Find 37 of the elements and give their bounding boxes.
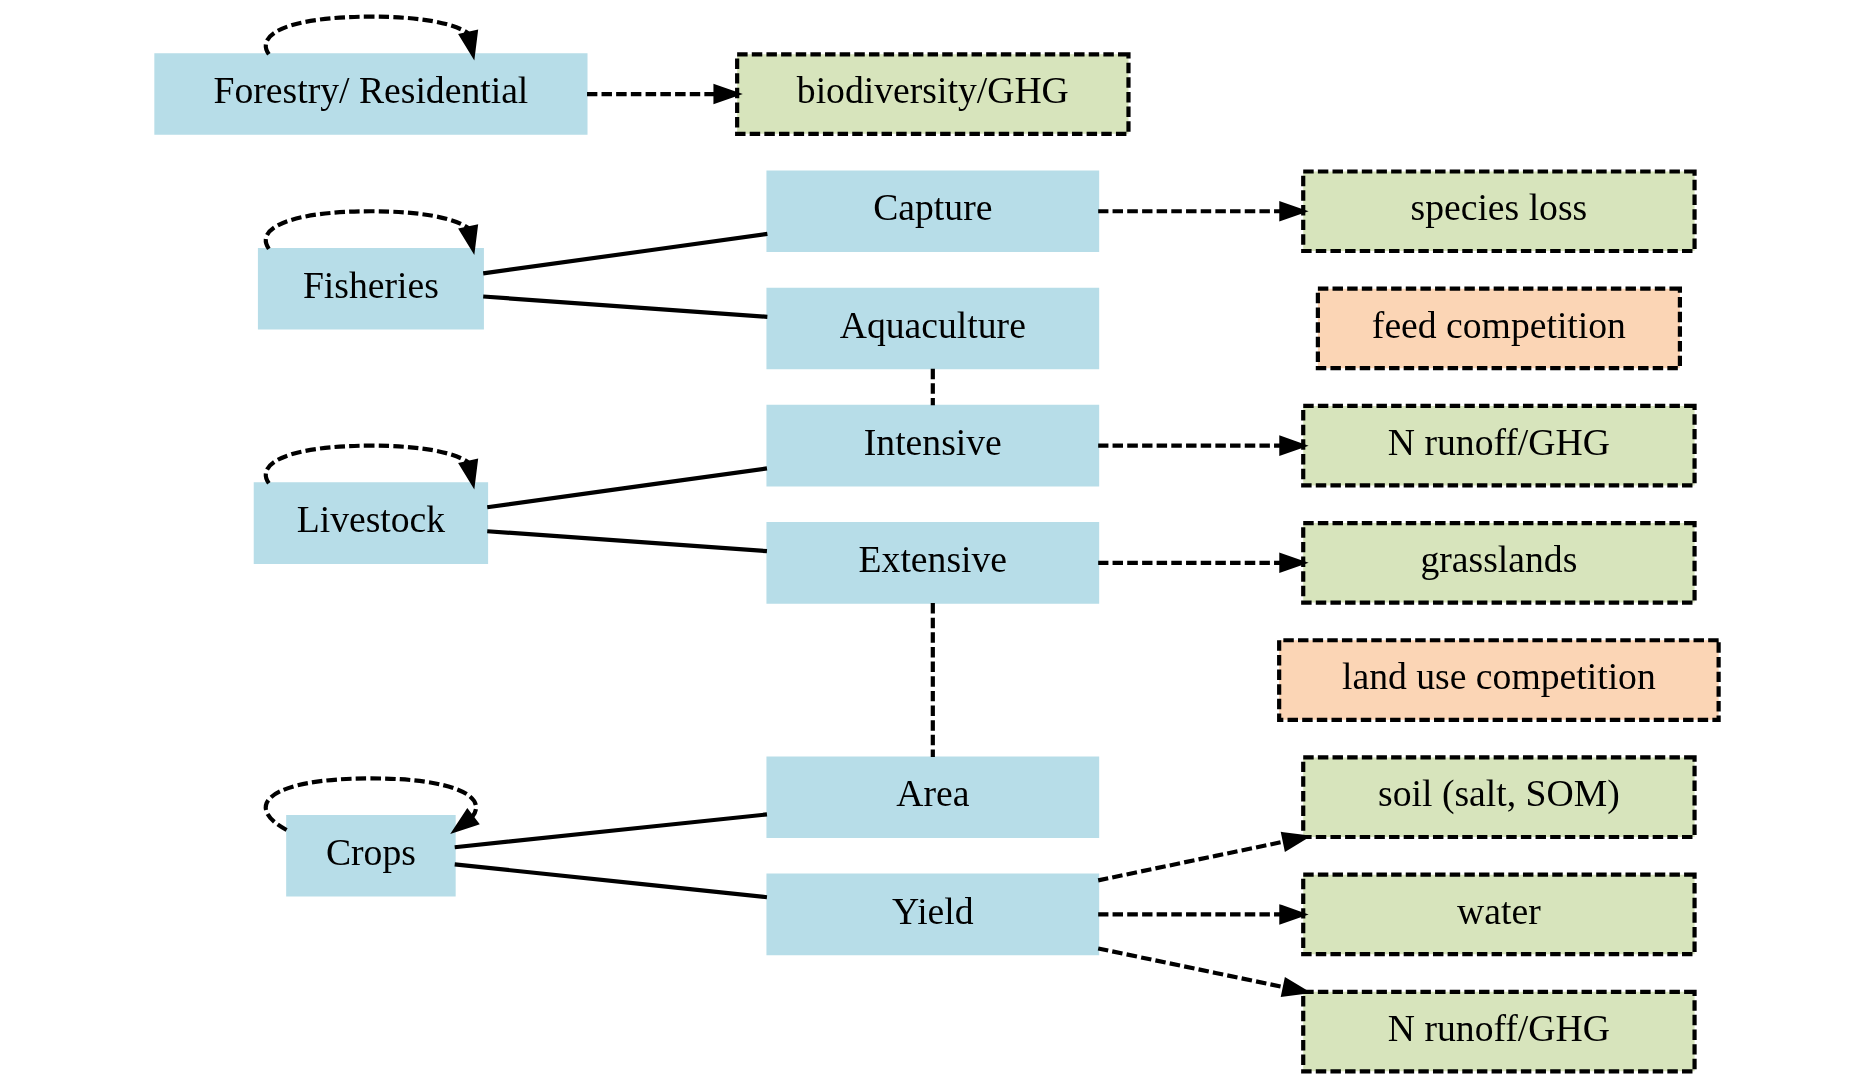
arrow — [263, 14, 479, 61]
node-box: N runoff/GHG — [1301, 403, 1697, 488]
node-box: Intensive — [766, 404, 1100, 487]
node-box: biodiversity/GHG — [735, 52, 1131, 136]
node-box: Fisheries — [257, 247, 484, 330]
node-box: Yield — [766, 873, 1100, 956]
node-box: Aquaculture — [766, 287, 1100, 370]
arrow — [587, 83, 743, 105]
node-box: Capture — [766, 170, 1100, 253]
connector — [930, 603, 935, 757]
node-box: Forestry/ Residential — [154, 53, 588, 135]
node-box: Extensive — [766, 522, 1100, 604]
connector — [483, 294, 768, 319]
connector — [482, 231, 768, 276]
node-box: N runoff/GHG — [1301, 989, 1697, 1074]
node-box: Area — [766, 756, 1100, 839]
arrow — [263, 776, 480, 834]
node-box: land use competition — [1277, 638, 1721, 722]
connector — [487, 529, 768, 554]
node-box: water — [1301, 872, 1697, 957]
arrow — [1097, 831, 1312, 883]
arrow — [1098, 904, 1309, 925]
node-box: Crops — [286, 815, 456, 897]
connector — [454, 862, 768, 900]
node-box: grasslands — [1301, 520, 1697, 605]
arrow — [1098, 200, 1309, 222]
connector — [454, 812, 768, 850]
arrow — [1098, 435, 1309, 456]
node-box: feed competition — [1315, 286, 1682, 371]
node-box: species loss — [1301, 169, 1697, 254]
arrow — [263, 209, 479, 256]
node-box: Livestock — [253, 482, 489, 564]
node-box: soil (salt, SOM) — [1301, 755, 1697, 840]
arrow — [263, 443, 479, 490]
connector — [486, 466, 768, 510]
connector — [930, 368, 935, 406]
arrow — [1098, 552, 1309, 574]
